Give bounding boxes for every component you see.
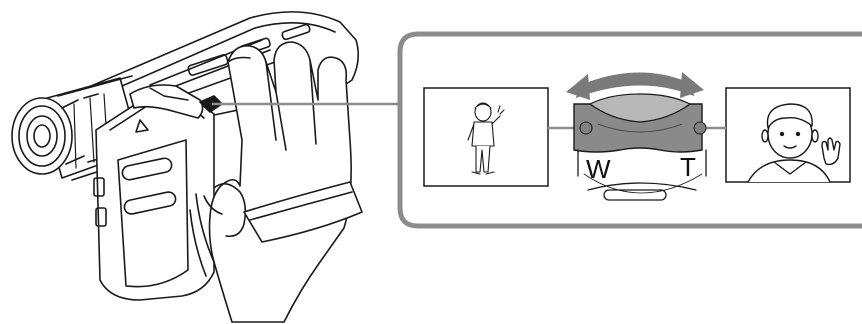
tele-label: T [680, 152, 696, 182]
camcorder-illustration [12, 12, 362, 322]
zoom-lever-closeup: W T [566, 72, 706, 200]
wide-dot [580, 122, 592, 134]
tele-dot [694, 122, 706, 134]
wide-view-image [424, 88, 548, 186]
wide-label: W [586, 154, 611, 184]
tele-view-image [726, 88, 850, 182]
